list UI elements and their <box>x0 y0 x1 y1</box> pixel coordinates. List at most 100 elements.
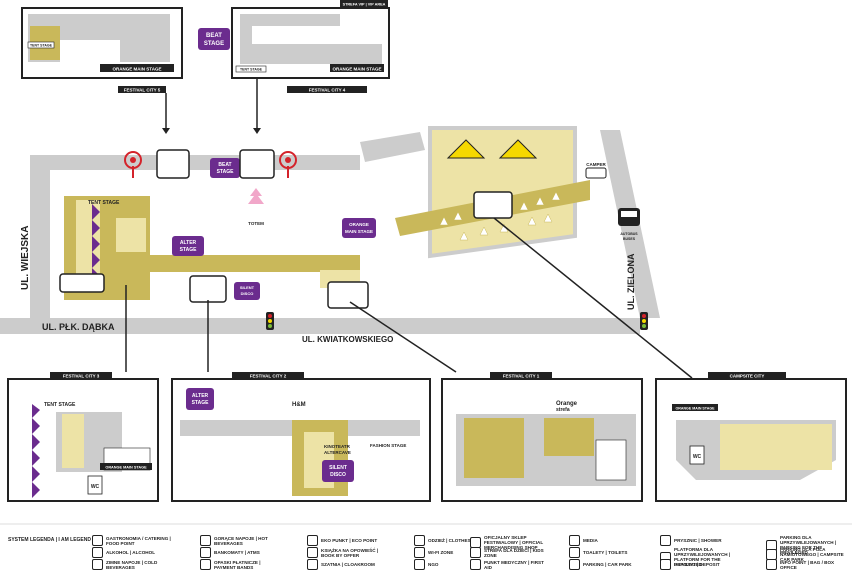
fc5-tent-stage: TENT STAGE <box>30 44 53 48</box>
legend-label: EKO PUNKT | ECO POINT <box>321 538 378 543</box>
legend-label: OPASKI PŁATNICZE | PAYMENT BANDS <box>214 559 261 570</box>
svg-text:MAIN STAGE: MAIN STAGE <box>345 229 373 234</box>
fc1-orange-strefa: Orange <box>556 401 578 407</box>
fc4-orange-main-stage: ORANGE MAIN STAGE <box>333 67 382 72</box>
legend-item: PARKING | CAR PARK <box>569 559 632 570</box>
legend-item: BANKOMATY | ATMS <box>200 547 260 558</box>
legend-label: PRYSZNIC | SHOWER <box>674 538 722 543</box>
legend-label: GORĄCE NAPOJE | HOT BEVERAGES <box>214 535 268 546</box>
facility-box-top-left[interactable] <box>156 149 190 179</box>
roads <box>0 130 660 334</box>
legend-label: ODZIEŻ | CLOTHES <box>428 538 471 543</box>
legend-icon <box>414 559 425 570</box>
facility-box-west[interactable] <box>59 273 105 293</box>
inset-festival-city-2[interactable]: ALTER STAGE SILENT DISCO KINOTEATR ALTER… <box>171 378 431 502</box>
svg-text:strefa: strefa <box>556 407 570 413</box>
legend-icon <box>92 535 103 546</box>
fc5-label: FESTIVAL CITY 5 <box>124 88 161 93</box>
street-kwiatkowskiego: UL. KWIATKOWSKIEGO <box>302 335 393 344</box>
legend-item: NGO <box>414 559 438 570</box>
fc4-tent-stage: TENT STAGE <box>240 68 263 72</box>
legend-item: KSIĄŻKA NA OPOWIEŚĆ | BOOK BY OFFER <box>307 547 387 558</box>
legend-icon <box>660 535 671 546</box>
campsite-label: CAMPSITE CITY <box>730 374 765 379</box>
connector-fc1 <box>349 301 457 373</box>
totem-icon <box>248 188 264 204</box>
legend-item: SZATNIA | CLOAKROOM <box>307 559 375 570</box>
traffic-light-right-icon <box>640 312 648 330</box>
red-tower-right-icon <box>279 151 297 178</box>
legend-label: GASTRONOMIA / CATERING | FOOD POINT <box>106 535 171 546</box>
silent-disco-bubble[interactable]: SILENT DISCO <box>234 282 260 300</box>
label-tent-stage: TENT STAGE <box>88 200 120 206</box>
legend-item: EKO PUNKT | ECO POINT <box>307 535 377 546</box>
fc3-tent-stage: TENT STAGE <box>44 402 76 408</box>
svg-text:STAGE: STAGE <box>180 247 198 253</box>
legend-label: PARKING | CAR PARK <box>583 562 632 567</box>
fc2-hm: H&M <box>292 402 306 408</box>
alter-stage-bubble[interactable]: ALTER STAGE <box>172 236 204 256</box>
facility-box-right[interactable] <box>327 281 369 309</box>
legend-item: PRYSZNIC | SHOWER <box>660 535 722 546</box>
svg-text:BEAT: BEAT <box>218 162 231 168</box>
bus-icon <box>618 208 640 226</box>
legend-icon <box>569 535 580 546</box>
legend-icon <box>660 559 671 570</box>
legend-label: BANKOMATY | ATMS <box>214 550 260 555</box>
legend-icon <box>307 547 318 558</box>
legend-item: INFO POINT | BAG / BOX OFFICE <box>766 559 846 570</box>
inset-festival-city-1[interactable]: Orange strefa <box>441 378 643 502</box>
street-zielona: UL. ZIELONA <box>626 253 636 310</box>
facility-box-field[interactable] <box>473 191 513 219</box>
legend-label: PARKING DLA UPRZYWILEJOWANYCH | PARKING … <box>780 535 837 555</box>
street-dabka: UL. PŁK. DĄBKA <box>42 322 115 332</box>
legend-icon <box>414 535 425 546</box>
fc2-fashion-stage: FASHION STAGE <box>370 443 406 448</box>
legend-label: PARKING DLA POLA NAMIOTOWEGO | CAMPSITE … <box>780 547 844 562</box>
facility-box-center[interactable] <box>189 275 227 303</box>
legend-icon <box>569 559 580 570</box>
svg-text:STAGE: STAGE <box>217 169 235 175</box>
legend-label: SZATNIA | CLOAKROOM <box>321 562 375 567</box>
legend-label: PUNKT MEDYCZNY | FIRST AID <box>484 559 544 570</box>
legend-item: STREFA DLA DZIECI | KIDS ZONE <box>470 547 550 558</box>
legend-label: KSIĄŻKA NA OPOWIEŚĆ | BOOK BY OFFER <box>321 547 379 558</box>
legend-icon <box>200 547 211 558</box>
campsite-tents <box>439 191 561 241</box>
fc2-label: FESTIVAL CITY 2 <box>250 374 287 379</box>
svg-text:STAGE: STAGE <box>204 41 224 47</box>
svg-text:KINOTEATR: KINOTEATR <box>324 444 351 449</box>
legend-icon <box>414 547 425 558</box>
legend-item: OPASKI PŁATNICZE | PAYMENT BANDS <box>200 559 280 570</box>
campsite-orange-main-stage: ORANGE MAIN STAGE <box>675 407 715 411</box>
campsite-label-bg <box>708 372 786 379</box>
svg-text:ALTER: ALTER <box>180 240 197 246</box>
legend-title: SYSTEM LEGENDA | I AM LEGEND <box>8 537 91 543</box>
svg-text:ORANGE: ORANGE <box>349 222 369 227</box>
orange-main-stage-bubble[interactable]: ORANGE MAIN STAGE <box>342 218 376 238</box>
fc1-label: FESTIVAL CITY 1 <box>503 374 540 379</box>
red-tower-left-icon <box>124 151 142 178</box>
inset-festival-city-3[interactable]: ORANGE MAIN STAGE TENT STAGE WC <box>7 378 159 502</box>
legend-item: ODZIEŻ | CLOTHES <box>414 535 471 546</box>
label-autobus: AUTOBUS <box>620 232 638 236</box>
fc5-label-bg <box>118 86 166 93</box>
fc4-label: FESTIVAL CITY 4 <box>309 88 346 93</box>
camper-icon <box>585 167 607 179</box>
legend-label: MEDIA <box>583 538 598 543</box>
legend-icon <box>307 535 318 546</box>
svg-text:DISCO: DISCO <box>241 291 254 296</box>
fc4-beat-stage: BEAT <box>206 33 222 39</box>
legend-label: PLATFORMA DLA UPRZYWILEJOWANYCH | PLATFO… <box>674 547 731 567</box>
inset-festival-city-4[interactable]: ORANGE MAIN STAGE TENT STAGE STREFA VIP … <box>198 0 390 79</box>
fc2-label-bg <box>232 372 304 379</box>
legend-item: GORĄCE NAPOJE | HOT BEVERAGES <box>200 535 280 546</box>
legend-icon <box>569 547 580 558</box>
inset-festival-city-5[interactable]: ORANGE MAIN STAGE TENT STAGE <box>21 7 183 79</box>
legend-label: TOALETY | TOILETS <box>583 550 628 555</box>
fc1-label-bg <box>490 372 552 379</box>
legend-icon <box>92 559 103 570</box>
inset-campsite-city[interactable]: ORANGE MAIN STAGE WC <box>655 378 847 502</box>
facility-box-top-mid[interactable] <box>239 149 275 179</box>
beat-stage-bubble[interactable]: BEAT STAGE <box>210 158 240 178</box>
